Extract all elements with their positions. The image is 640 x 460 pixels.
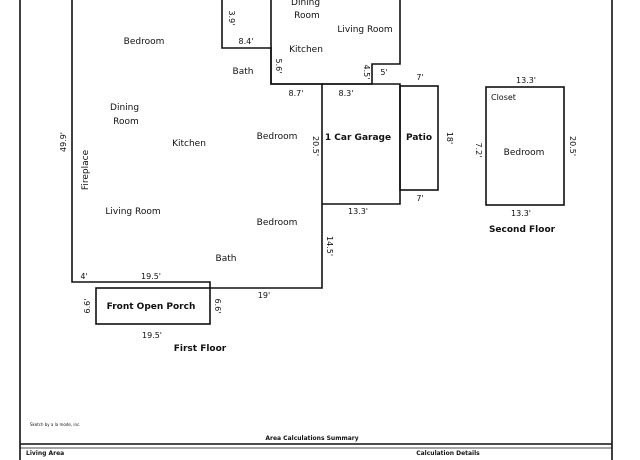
dim-patio-top: 7': [416, 73, 423, 82]
footer-details-header: Calculation Details: [416, 450, 480, 457]
garage-outline: [322, 83, 401, 205]
dim-wing-height: 20.5': [311, 136, 320, 156]
dim-mid-width-b: 8.3': [339, 89, 354, 98]
first-floor-outline: [71, 0, 323, 289]
dim-second-left: 7.2': [474, 143, 483, 158]
room-label-porch: Front Open Porch: [107, 302, 196, 312]
upper-room-label-dining: Dining Room: [291, 0, 323, 21]
room-label-bedroom-top: Bedroom: [124, 37, 165, 47]
dim-porch-height-right: 6.6': [213, 299, 222, 314]
dim-notch-height: 5.6': [274, 59, 283, 74]
dim-second-top: 13.3': [516, 76, 536, 85]
dim-mid-width-a: 8.7': [289, 89, 304, 98]
upper-room-label-dining-line: Dining: [291, 0, 320, 8]
dim-second-bottom: 13.3': [511, 209, 531, 218]
dim-bottom-left: 4': [80, 272, 87, 281]
dim-patio-height: 18': [445, 132, 454, 144]
dim-wing-lower: 14.5': [325, 236, 334, 256]
dim-patio-bottom: 7': [416, 194, 423, 203]
dim-step-small: 5': [380, 68, 387, 77]
second-floor-outline: [485, 86, 565, 206]
dim-porch-height-left: 6.6': [83, 299, 92, 314]
upper-room-label-kitchen: Kitchen: [289, 45, 323, 55]
dim-notch-side: 3.9': [227, 11, 236, 26]
second-floor-title: Second Floor: [489, 225, 556, 235]
dim-second-right: 20.5': [568, 136, 577, 156]
room-label-dining: Dining Room: [110, 103, 142, 127]
footer-living-area: Living Area: [26, 450, 64, 457]
room-label-dining-line: Room: [113, 117, 139, 127]
room-label-patio: Patio: [406, 133, 432, 143]
footer-summary-header: Area Calculations Summary: [265, 435, 358, 442]
room-label-kitchen: Kitchen: [172, 139, 206, 149]
patio-outline: [399, 85, 439, 191]
footer-credit: Sketch by a la mode, inc.: [30, 422, 81, 427]
room-label-garage: 1 Car Garage: [325, 133, 391, 143]
room-label-bath-main: Bath: [216, 254, 237, 264]
first-floor-title: First Floor: [174, 344, 227, 354]
upper-block-outline: [270, 0, 401, 85]
room-label-closet: Closet: [491, 93, 516, 102]
dim-wing-bottom: 19': [258, 291, 270, 300]
dim-notch-width: 8.4': [239, 37, 254, 46]
dim-bottom-width: 19.5': [141, 272, 161, 281]
room-label-second-bedroom: Bedroom: [504, 148, 545, 158]
upper-room-label-dining-line: Room: [294, 11, 320, 21]
dim-upper-step: 4.5': [362, 65, 371, 80]
upper-room-label-living: Living Room: [337, 25, 392, 35]
dim-left-height: 49.9': [59, 132, 68, 152]
room-label-bedroom-mid: Bedroom: [257, 132, 298, 142]
room-label-fireplace: Fireplace: [81, 149, 91, 190]
room-label-living: Living Room: [105, 207, 160, 217]
dim-porch-width: 19.5': [142, 331, 162, 340]
room-label-bedroom-low: Bedroom: [257, 218, 298, 228]
room-label-dining-line: Dining: [110, 103, 139, 113]
room-label-bath-small: Bath: [233, 67, 254, 77]
porch-outline: [95, 287, 211, 325]
dim-garage-width: 13.3': [348, 207, 368, 216]
